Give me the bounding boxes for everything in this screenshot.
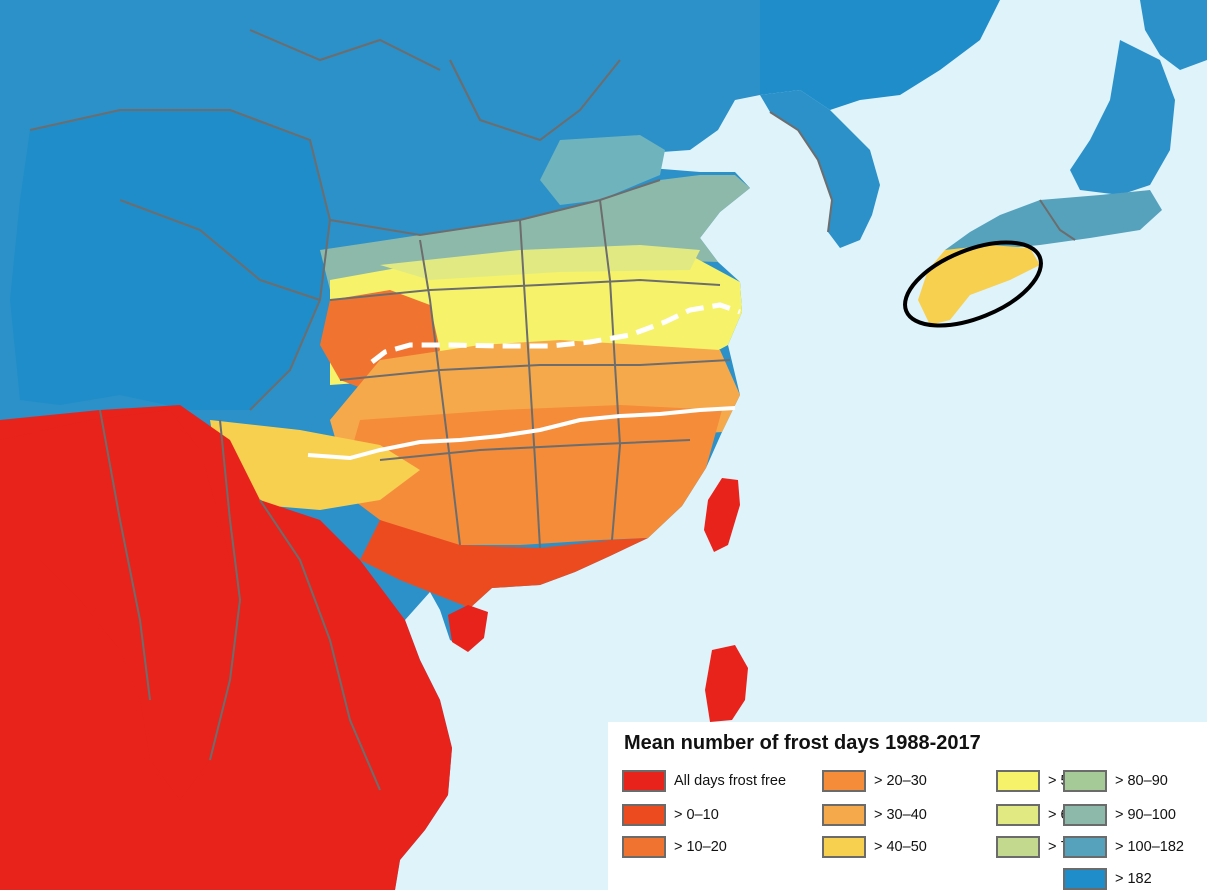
legend-item: > 40–50 xyxy=(822,834,927,860)
southern-coast xyxy=(360,520,648,608)
yunnan-yellow xyxy=(210,420,420,510)
legend-label: > 20–30 xyxy=(874,773,927,789)
yellow-green-belt xyxy=(380,245,700,280)
legend-swatch xyxy=(622,836,666,858)
japan-honshu-north xyxy=(1070,40,1175,195)
legend-item: > 182 xyxy=(1063,866,1152,890)
japan-highlight-ellipse xyxy=(903,240,1043,328)
border-line xyxy=(769,111,834,233)
legend-item: > 80–90 xyxy=(1063,768,1168,794)
legend-label: > 0–10 xyxy=(674,807,719,823)
legend-label: > 90–100 xyxy=(1115,807,1176,823)
legend-label: > 182 xyxy=(1115,871,1152,887)
korea-peninsula xyxy=(760,90,880,248)
map-legend: Mean number of frost days 1988-2017 All … xyxy=(608,722,1207,890)
border-line xyxy=(259,499,381,791)
border-line xyxy=(329,278,721,301)
legend-label: All days frost free xyxy=(674,773,787,789)
border-line xyxy=(339,359,731,381)
legend-swatch xyxy=(822,770,866,792)
solid-white-line xyxy=(307,406,736,461)
border-line xyxy=(599,199,622,541)
legend-swatch xyxy=(1063,836,1107,858)
border-line xyxy=(99,409,151,701)
far-east-land xyxy=(760,0,1000,110)
border-line xyxy=(29,109,332,411)
legend-swatch xyxy=(622,770,666,792)
legend-item: All days frost free xyxy=(622,768,786,794)
legend-swatch xyxy=(822,836,866,858)
legend-label: > 40–50 xyxy=(874,839,927,855)
tibet-plateau xyxy=(10,110,330,410)
japan-southwest xyxy=(918,245,1040,325)
legend-label: > 100–182 xyxy=(1115,839,1184,855)
legend-swatch xyxy=(1063,868,1107,890)
border-line xyxy=(1039,199,1076,241)
legend-item: > 20–30 xyxy=(822,768,927,794)
legend-swatch xyxy=(996,836,1040,858)
legend-item: > 30–40 xyxy=(822,802,927,828)
hokkaido xyxy=(1140,0,1207,70)
luzon-island xyxy=(705,645,748,722)
north-china-plain xyxy=(540,135,665,205)
myanmar-red xyxy=(0,410,240,800)
province-borders xyxy=(29,29,1076,791)
legend-label: > 80–90 xyxy=(1115,773,1168,789)
legend-label: > 30–40 xyxy=(874,807,927,823)
border-line xyxy=(249,29,441,71)
legend-swatch xyxy=(1063,804,1107,826)
hainan-island xyxy=(448,605,488,652)
legend-item: > 90–100 xyxy=(1063,802,1176,828)
border-line xyxy=(419,239,461,546)
dashed-white-line xyxy=(370,302,741,364)
border-line xyxy=(209,419,242,761)
border-line xyxy=(519,219,541,549)
legend-item: > 10–20 xyxy=(622,834,727,860)
legend-item: > 0–10 xyxy=(622,802,719,828)
legend-swatch xyxy=(996,804,1040,826)
legend-swatch xyxy=(996,770,1040,792)
legend-title: Mean number of frost days 1988-2017 xyxy=(624,732,981,754)
border-line xyxy=(449,59,621,142)
border-line xyxy=(379,439,691,461)
legend-swatch xyxy=(822,804,866,826)
border-line xyxy=(119,199,321,301)
legend-item: > 100–182 xyxy=(1063,834,1184,860)
legend-label: > 10–20 xyxy=(674,839,727,855)
legend-swatch xyxy=(622,804,666,826)
legend-swatch xyxy=(1063,770,1107,792)
taiwan-island xyxy=(704,478,740,552)
